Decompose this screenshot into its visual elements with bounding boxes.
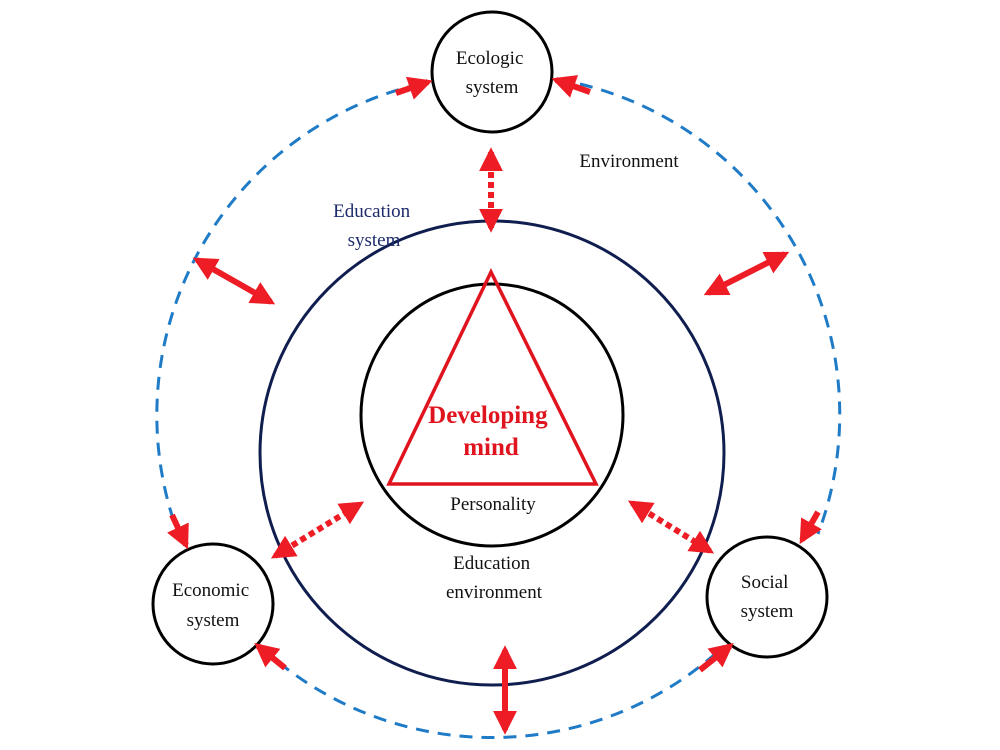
economic-label-line-1: Economic <box>172 580 249 601</box>
environment-label: Environment <box>579 151 679 172</box>
arrow-environment-education-left <box>192 257 276 305</box>
arrow-environment-education-right <box>703 251 790 296</box>
arrow-economic-mind-dotted <box>270 501 365 559</box>
social-label-line-1: Social <box>741 572 789 593</box>
economic-system-node[interactable] <box>151 542 275 666</box>
arrow-ring-to-social-bottom <box>698 643 734 673</box>
arrows <box>167 75 822 735</box>
education-system-label: Education system <box>333 201 415 251</box>
arrow-ring-to-economic-bottom <box>254 642 287 671</box>
arrow-ring-to-ecologic-left <box>395 76 433 100</box>
education-environment-label: Education environment <box>446 553 543 603</box>
education-environment-line-2: environment <box>446 582 543 603</box>
social-system-node[interactable] <box>705 535 829 659</box>
arrow-ring-to-economic <box>167 513 189 550</box>
developing-mind-triangle <box>386 268 599 486</box>
ecologic-label-line-1: Ecologic <box>456 48 524 69</box>
arrow-ring-to-social <box>799 510 822 545</box>
education-environment-line-1: Education <box>453 553 531 574</box>
developing-mind-line-2: mind <box>463 434 519 461</box>
ecologic-system-node[interactable] <box>430 10 554 134</box>
economic-label-line-2: system <box>187 610 240 631</box>
economic-system-label: Economic system <box>172 580 254 631</box>
arrow-mind-social-dotted <box>627 500 715 554</box>
developing-mind-label: Developing mind <box>428 402 554 461</box>
personality-label: Personality <box>450 494 536 515</box>
education-system-line-2: system <box>348 230 401 251</box>
ring-arc-ecologic-social <box>579 82 842 535</box>
developing-mind-line-1: Developing <box>428 402 548 429</box>
developing-mind-circle <box>359 282 625 548</box>
ecologic-system-label: Ecologic system <box>456 48 528 98</box>
social-label-line-2: system <box>741 601 794 622</box>
arrow-ring-to-ecologic-right <box>551 75 591 98</box>
ring-arc-ecologic-economic <box>155 82 421 547</box>
education-system-line-1: Education <box>333 201 411 222</box>
ecologic-label-line-2: system <box>466 77 519 98</box>
social-system-label: Social system <box>741 572 794 622</box>
ring-arc-economic-social <box>260 644 726 740</box>
